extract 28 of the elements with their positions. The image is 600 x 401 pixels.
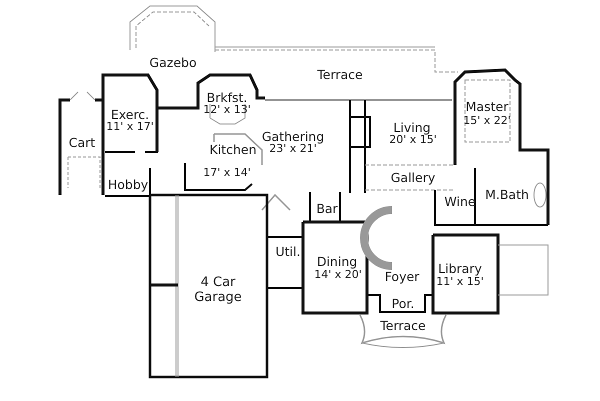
room-dimensions: 14' x 20' [314,269,362,281]
room-dimensions: 11' x 15' [436,276,484,288]
room-label: Foyer [384,270,420,284]
room-dimensions: 15' x 22' [463,115,511,127]
room-label: Gathering [262,130,324,144]
room-label: Exerc. [110,108,150,122]
room-label: M.Bath [485,188,529,202]
room-label: Dining [316,255,358,269]
room-label: Por. [392,297,414,311]
room-label: Bar [316,202,338,216]
room-label: Terrace [317,68,363,82]
room-label: Master [466,100,508,114]
room-label: Gallery [390,171,436,185]
room-dimensions: 12' x 13' [203,104,251,116]
room-label: Cart [68,136,96,150]
room-label: Kitchen [210,143,256,157]
room-label: Hobby [108,178,148,192]
room-dimensions: 11' x 17' [106,121,154,133]
room-label: 4 Car Garage [193,275,243,305]
room-label: Gazebo [149,56,197,70]
room-dimensions: 20' x 15' [389,134,437,146]
room-dimensions: 23' x 21' [269,143,317,155]
room-label: Living [393,121,431,135]
room-dimensions: 17' x 14' [203,167,251,179]
room-label: Brkfst. [206,91,248,105]
room-label: Terrace [380,319,426,333]
room-label: Library [438,262,482,276]
room-label: Util. [276,245,300,259]
